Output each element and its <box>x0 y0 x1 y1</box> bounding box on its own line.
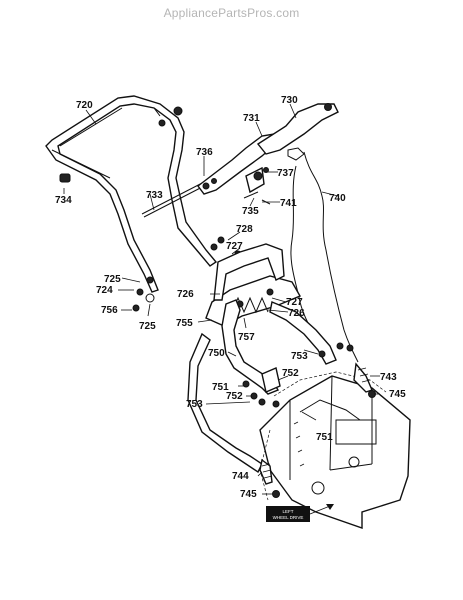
handle-side-bolts <box>132 276 155 312</box>
label-726-left: 726 <box>177 289 194 300</box>
chassis-frame <box>259 371 411 529</box>
label-725-lower: 725 <box>139 321 156 332</box>
lever-bracket-735 <box>243 166 265 199</box>
label-726-right: 726 <box>288 308 305 319</box>
label-744: 744 <box>232 471 249 482</box>
right-bolts-753 <box>318 342 354 358</box>
label-745-upper: 745 <box>389 389 406 400</box>
callout-line-1: LEFT <box>282 509 293 514</box>
left-wheel-drive-callout: LEFT WHEEL DRIVE <box>266 504 334 522</box>
label-753-lower: 753 <box>186 399 203 410</box>
spring-737 <box>253 167 269 181</box>
label-740: 740 <box>329 193 346 204</box>
label-737: 737 <box>277 168 294 179</box>
watermark-text: AppliancePartsPros.com <box>163 6 300 20</box>
label-734: 734 <box>55 195 72 206</box>
label-728: 728 <box>236 224 253 235</box>
control-rod-733 <box>141 179 211 218</box>
label-730: 730 <box>281 95 298 106</box>
control-lever-730 <box>256 103 339 161</box>
leader-lines <box>63 103 380 495</box>
label-727-upper: 727 <box>226 241 243 252</box>
label-733: 733 <box>146 190 163 201</box>
bracket-751-752 <box>242 367 281 408</box>
label-752-upper: 752 <box>282 368 299 379</box>
label-724: 724 <box>96 285 113 296</box>
cable-end-744 <box>259 458 273 485</box>
upper-handle-720 <box>45 95 218 293</box>
label-736: 736 <box>196 147 213 158</box>
label-752-lower: 752 <box>226 391 243 402</box>
callout-line-2: WHEEL DRIVE <box>273 515 304 520</box>
interlock-zigzag-757 <box>231 288 274 314</box>
label-743: 743 <box>380 372 397 383</box>
part-labels: 720 730 731 736 737 740 733 734 735 741 … <box>55 95 406 500</box>
label-735: 735 <box>242 206 259 217</box>
label-727-lower: 727 <box>286 297 303 308</box>
label-731: 731 <box>243 113 260 124</box>
handle-bolt-top <box>158 106 183 127</box>
label-756: 756 <box>101 305 118 316</box>
label-750: 750 <box>208 348 225 359</box>
label-745-lower: 745 <box>240 489 257 500</box>
label-725-upper: 725 <box>104 274 121 285</box>
label-720: 720 <box>76 100 93 111</box>
label-755: 755 <box>176 318 193 329</box>
label-751-right: 751 <box>316 432 333 443</box>
label-757: 757 <box>238 332 255 343</box>
cable-end-743 <box>353 362 373 393</box>
label-753-upper: 753 <box>291 351 308 362</box>
lower-handle-arm-left <box>187 332 263 474</box>
handle-knob-734 <box>59 173 71 183</box>
label-751-left: 751 <box>212 382 229 393</box>
label-741: 741 <box>280 198 297 209</box>
